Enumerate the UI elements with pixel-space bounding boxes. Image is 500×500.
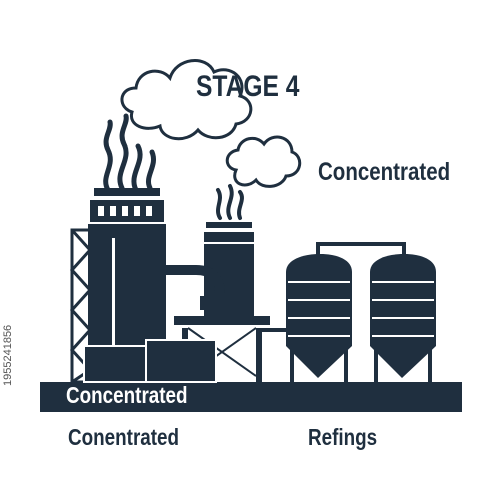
- silo-left: [286, 254, 352, 382]
- low-building-2: [145, 339, 217, 383]
- stage-title: STAGE 4: [196, 70, 300, 103]
- smoke-wisps-small: [216, 184, 244, 220]
- elbow-pipe: [156, 265, 225, 304]
- pipe-base-block: [200, 296, 240, 310]
- stock-image-id: 1955241856: [2, 324, 14, 386]
- silo-right: [370, 254, 436, 382]
- pipe-flange: [152, 260, 160, 280]
- refings-caption: Refings: [308, 424, 378, 450]
- main-stack-slots: [98, 206, 152, 368]
- conentrated-caption: Conentrated: [68, 424, 180, 450]
- smoke-cloud-small: [225, 135, 302, 188]
- low-building-1: [83, 345, 153, 383]
- base-concentrated-label: Concentrated: [66, 382, 188, 408]
- ground-base: [40, 382, 462, 412]
- smoke-wisps-large: [103, 113, 156, 193]
- silo-top-pipe: [316, 242, 406, 258]
- concentrated-label: Concentrated: [318, 158, 451, 186]
- small-stack: [204, 222, 254, 324]
- smoke-cloud-large: [120, 59, 253, 141]
